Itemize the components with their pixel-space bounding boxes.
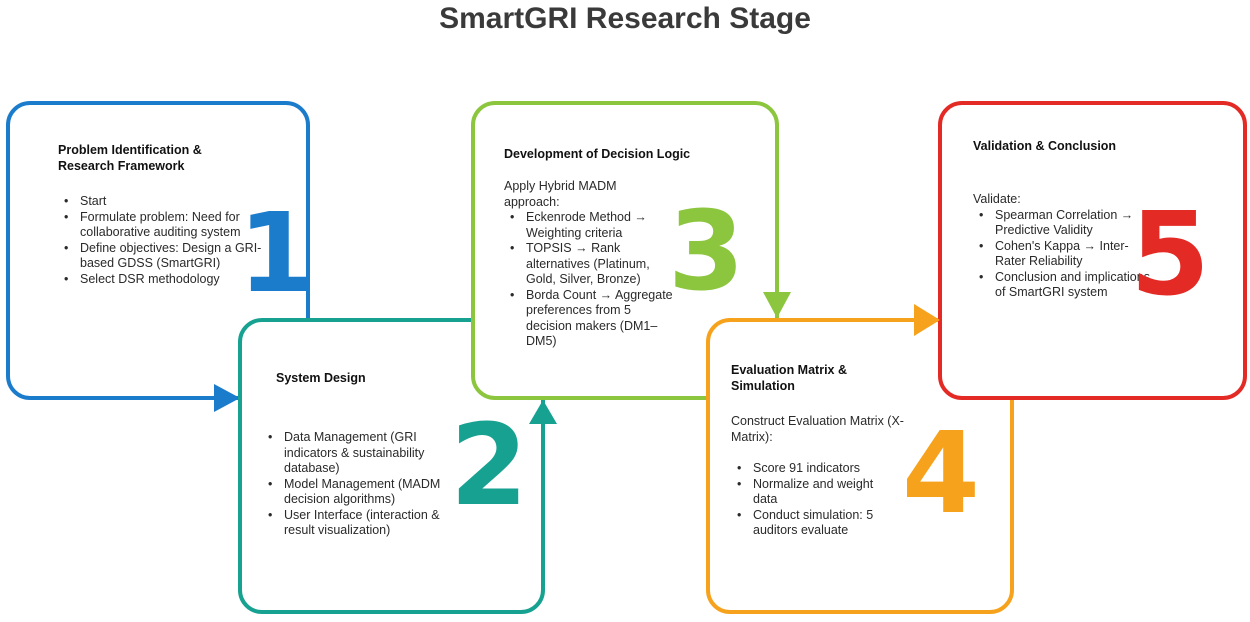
stage-4-heading: Evaluation Matrix & Simulation bbox=[731, 363, 847, 393]
stage-2-content: System Design Data Management (GRI indic… bbox=[262, 370, 472, 539]
stage-4-item: Normalize and weight data bbox=[737, 477, 893, 508]
stage-5-number: 5 bbox=[1130, 188, 1211, 322]
stage-4-intro: Construct Evaluation Matrix (X-Matrix): bbox=[731, 414, 904, 444]
stage-5-item: Cohen's Kappa → Inter-Rater Reliability bbox=[979, 239, 1150, 270]
stage-3-item: TOPSIS → Rank alternatives (Platinum, Go… bbox=[510, 241, 676, 288]
stage-3-item: Eckenrode Method → Weighting criteria bbox=[510, 210, 676, 241]
stage-4-content: Evaluation Matrix & Simulation Construct… bbox=[731, 362, 911, 539]
stage-1-item: Define objectives: Design a GRI-based GD… bbox=[64, 241, 265, 272]
stage-1-number: 1 bbox=[238, 189, 315, 317]
stage-1-item: Select DSR methodology bbox=[64, 272, 265, 288]
stage-5-item: Conclusion and implications of SmartGRI … bbox=[979, 270, 1150, 301]
arrow-1-to-2 bbox=[214, 384, 240, 412]
stage-4-number: 4 bbox=[902, 409, 980, 539]
stage-3-content: Development of Decision Logic Apply Hybr… bbox=[504, 146, 690, 350]
stage-1-item: Formulate problem: Need for collaborativ… bbox=[64, 210, 265, 241]
stage-4-item: Conduct simulation: 5 auditors evaluate bbox=[737, 508, 893, 539]
stage-3-intro: Apply Hybrid MADM approach: bbox=[504, 179, 617, 209]
stage-5-intro: Validate: bbox=[973, 192, 1021, 206]
stage-1-item: Start bbox=[64, 194, 265, 210]
arrow-3-to-4 bbox=[763, 292, 791, 318]
stage-2-item: Model Management (MADM decision algorith… bbox=[268, 477, 459, 508]
stage-2-number: 2 bbox=[450, 401, 528, 531]
stage-1-content: Problem Identification & Research Framew… bbox=[58, 142, 261, 287]
arrow-4-to-5 bbox=[914, 304, 940, 336]
stage-2-heading: System Design bbox=[276, 371, 366, 385]
diagram-title: SmartGRI Research Stage bbox=[439, 2, 811, 35]
stage-2-item: User Interface (interaction & result vis… bbox=[268, 508, 459, 539]
stage-3-heading: Development of Decision Logic bbox=[504, 147, 691, 161]
arrow-2-to-3 bbox=[529, 400, 557, 424]
stage-5-item: Spearman Correlation → Predictive Validi… bbox=[979, 208, 1150, 239]
stage-3-item: Borda Count → Aggregate preferences from… bbox=[510, 288, 676, 350]
stage-5-content: Validation & Conclusion Validate: Spearm… bbox=[973, 138, 1153, 301]
stage-4-item: Score 91 indicators bbox=[737, 461, 893, 477]
stage-3-number: 3 bbox=[668, 187, 745, 315]
stage-2-item: Data Management (GRI indicators & sustai… bbox=[268, 430, 459, 477]
stage-1-heading: Problem Identification & Research Framew… bbox=[58, 143, 202, 173]
stage-5-heading: Validation & Conclusion bbox=[973, 139, 1117, 153]
